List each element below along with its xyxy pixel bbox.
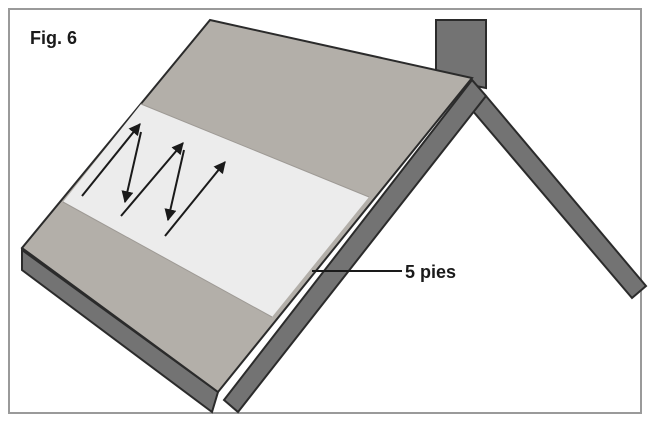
work-band-edge-top <box>140 103 370 198</box>
up-arrow-icon <box>81 123 141 197</box>
roof-back-slope <box>471 77 648 300</box>
work-band <box>63 104 369 317</box>
down-arrow-icon <box>164 149 185 222</box>
zigzag-arrows <box>81 123 226 237</box>
up-arrow-icon <box>120 142 184 217</box>
down-arrow-icon <box>121 131 142 204</box>
up-arrow-icon <box>164 161 226 237</box>
chimney <box>435 19 487 90</box>
figure-label: Fig. 6 <box>30 28 78 48</box>
roof-fascia <box>222 78 488 414</box>
work-band-edge-bottom <box>62 201 273 318</box>
dimension-label: 5 pies <box>405 262 457 282</box>
